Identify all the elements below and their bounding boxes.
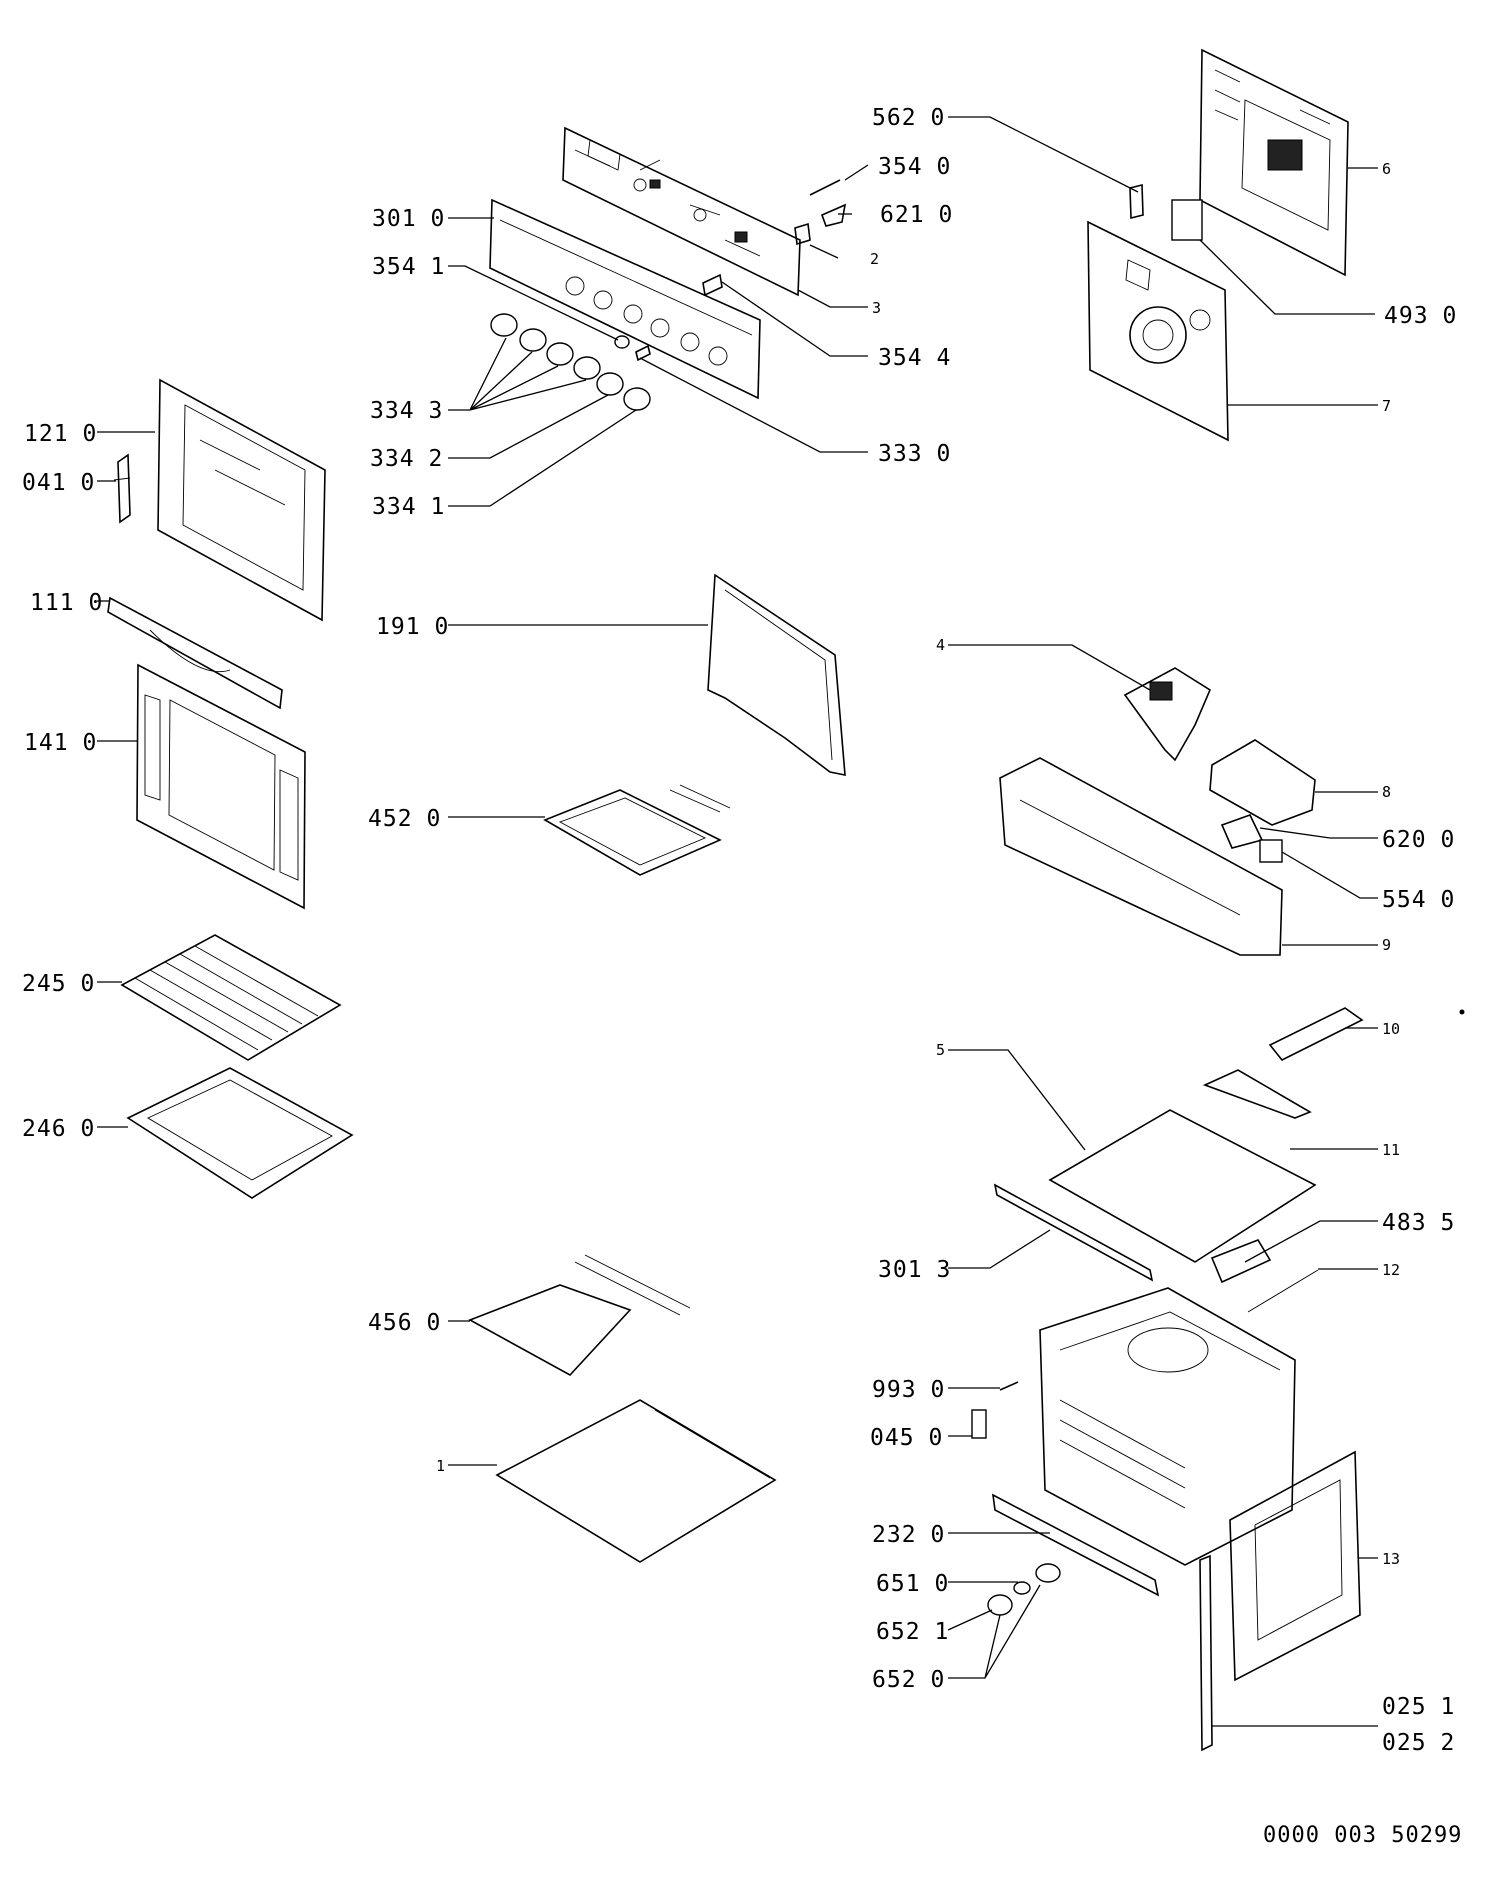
door-outer-glass [136, 663, 306, 910]
wire-shelf [120, 934, 342, 1061]
dot-mark [1459, 1009, 1465, 1015]
fan-wall [1087, 220, 1229, 442]
leader-lines [97, 116, 1378, 1727]
hinge [113, 453, 131, 524]
small-panel-parts [614, 179, 847, 362]
callout-13: 13 [1382, 1550, 1400, 1568]
baking-tray [126, 1067, 354, 1199]
fan-bits [1129, 183, 1203, 241]
bottom-element [468, 1254, 691, 1377]
switches [1220, 814, 1283, 863]
knobs [490, 313, 651, 411]
control-panel [489, 198, 761, 400]
callout-1: 1 [436, 1457, 445, 1475]
callout-3: 3 [872, 299, 881, 317]
top-assembly [993, 1007, 1364, 1313]
callout-9: 9 [1382, 936, 1391, 954]
grill-element [543, 784, 731, 876]
front-frame [999, 757, 1283, 956]
callout-7: 7 [1382, 397, 1391, 415]
callout-10: 10 [1382, 1020, 1400, 1038]
fan-cover [1209, 739, 1316, 826]
small-cavity-parts [971, 1381, 1160, 1616]
cooling-fan [1123, 667, 1212, 762]
callout-5: 5 [936, 1041, 945, 1059]
callout-8: 8 [1382, 783, 1391, 801]
bottom-cover [495, 1399, 777, 1563]
control-board [562, 126, 801, 297]
panel-knob-holes [565, 276, 728, 366]
oven-cavity [1039, 1287, 1296, 1566]
rear-panel [1199, 48, 1349, 277]
callout-4: 4 [936, 636, 945, 654]
drawing-code: 0000 003 50299 [1263, 1823, 1462, 1848]
door-inner-frame [157, 378, 326, 622]
callout-12: 12 [1382, 1261, 1400, 1279]
side-panel [1199, 1450, 1361, 1752]
door-seal [707, 573, 846, 776]
callout-numbers: 2 3 6 7 4 8 9 10 5 11 12 1 13 [436, 160, 1400, 1568]
door-handle [107, 596, 283, 710]
callout-2: 2 [870, 250, 879, 268]
callout-11: 11 [1382, 1141, 1400, 1159]
callout-6: 6 [1382, 160, 1391, 178]
